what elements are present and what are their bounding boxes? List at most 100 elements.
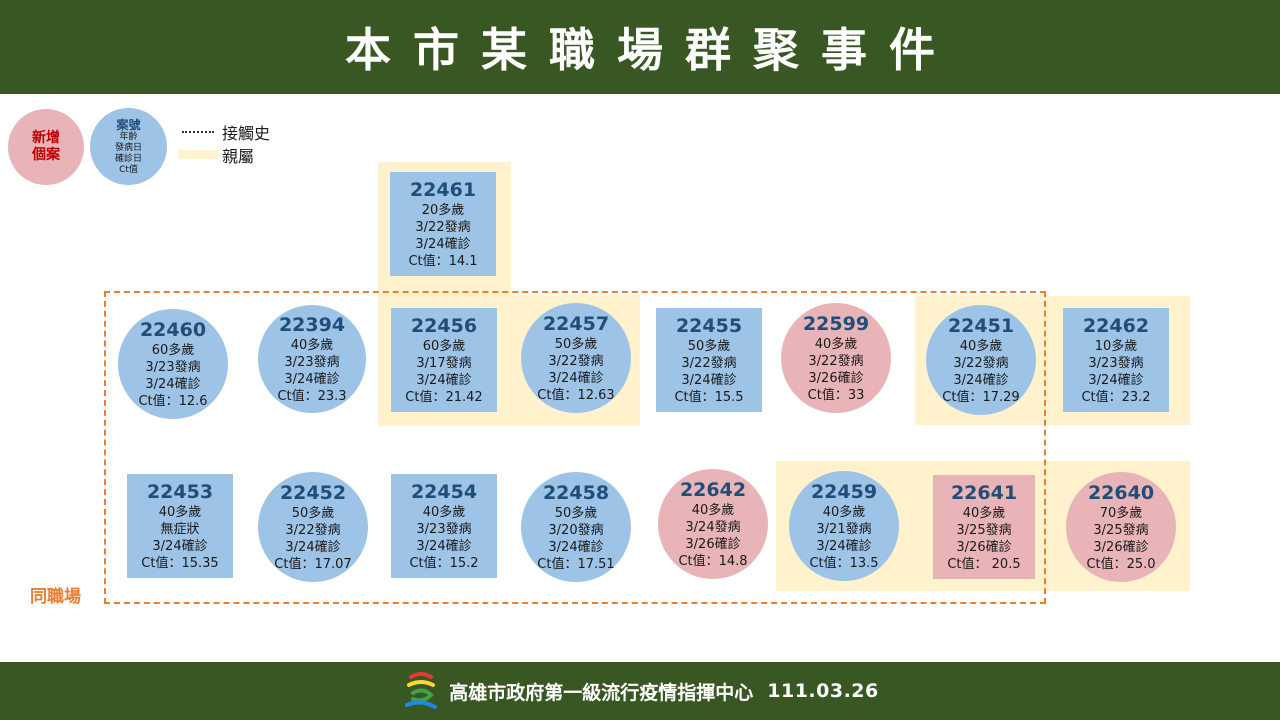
case-id: 22452 xyxy=(279,481,347,504)
case-ct: Ct值：21.42 xyxy=(405,389,483,405)
case-ct: Ct值：33 xyxy=(807,387,865,403)
case-onset: 3/22發病 xyxy=(548,353,604,369)
case-confirmed: 3/24確診 xyxy=(816,538,872,554)
case-id: 22454 xyxy=(410,480,478,503)
case-id: 22459 xyxy=(810,480,878,503)
case-age: 50多歲 xyxy=(554,505,598,521)
legend-case-key-ct: Ct值 xyxy=(119,164,138,175)
case-ct: Ct值：14.1 xyxy=(408,253,478,269)
case-onset: 3/20發病 xyxy=(548,522,604,538)
case-ct: Ct值：15.2 xyxy=(409,555,479,571)
case-age: 50多歲 xyxy=(291,505,335,521)
case-age: 40多歲 xyxy=(691,502,735,518)
case-ct: Ct值：23.3 xyxy=(277,388,347,404)
case-confirmed: 3/26確診 xyxy=(1093,539,1149,555)
case-onset: 3/22發病 xyxy=(681,355,737,371)
case-confirmed: 3/26確診 xyxy=(956,539,1012,555)
case-confirmed: 3/26確診 xyxy=(808,370,864,386)
footer-date: 111.03.26 xyxy=(767,680,879,702)
page-title: 本市某職場群聚事件 xyxy=(345,23,957,77)
case-ct: Ct值：17.07 xyxy=(274,556,352,572)
case-id: 22641 xyxy=(950,481,1018,504)
legend-new-case-line2: 個案 xyxy=(32,147,60,163)
case-confirmed: 3/24確診 xyxy=(681,372,737,388)
kaohsiung-logo-icon xyxy=(405,672,438,709)
case-id: 22599 xyxy=(802,312,870,335)
case-ct: Ct值：14.8 xyxy=(678,553,748,569)
case-ct: Ct值：17.51 xyxy=(537,556,615,572)
workplace-label: 同職場 xyxy=(30,587,81,607)
case-confirmed: 3/24確診 xyxy=(152,538,208,554)
case-id: 22451 xyxy=(947,314,1015,337)
case-onset: 3/21發病 xyxy=(816,521,872,537)
case-age: 60多歲 xyxy=(422,338,466,354)
case-onset: 3/24發病 xyxy=(685,519,741,535)
case-age: 50多歲 xyxy=(554,336,598,352)
case-onset: 3/23發病 xyxy=(1088,355,1144,371)
case-ct: Ct值：12.6 xyxy=(138,393,208,409)
footer-org: 高雄市政府第一級流行疫情指揮中心 xyxy=(449,681,754,704)
case-id: 22460 xyxy=(139,318,207,341)
case-confirmed: 3/24確診 xyxy=(548,370,604,386)
case-age: 60多歲 xyxy=(151,342,195,358)
case-onset: 3/25發病 xyxy=(1093,522,1149,538)
case-id: 22453 xyxy=(146,480,214,503)
case-age: 70多歲 xyxy=(1099,505,1143,521)
case-onset: 3/23發病 xyxy=(145,359,201,375)
legend-family-swatch xyxy=(178,150,218,159)
case-onset: 3/17發病 xyxy=(416,355,472,371)
case-ct: Ct值：17.29 xyxy=(942,389,1020,405)
case-onset: 3/22發病 xyxy=(285,522,341,538)
case-id: 22461 xyxy=(409,178,477,201)
case-id: 22455 xyxy=(675,314,743,337)
case-id: 22462 xyxy=(1082,314,1150,337)
case-onset: 3/23發病 xyxy=(416,521,472,537)
case-id: 22394 xyxy=(278,313,346,336)
case-confirmed: 3/24確診 xyxy=(284,371,340,387)
case-confirmed: 3/24確診 xyxy=(548,539,604,555)
footer-bar: 高雄市政府第一級流行疫情指揮中心 111.03.26 xyxy=(0,662,1280,720)
case-age: 40多歲 xyxy=(959,338,1003,354)
legend-case-key-age: 年齡 xyxy=(119,131,138,142)
case-id: 22457 xyxy=(542,312,610,335)
case-age: 50多歲 xyxy=(687,338,731,354)
case-age: 40多歲 xyxy=(814,336,858,352)
legend-case-key: 案號 年齡 發病日 確診日 Ct值 xyxy=(90,108,167,185)
case-confirmed: 3/24確診 xyxy=(953,372,1009,388)
case-onset: 3/22發病 xyxy=(415,219,471,235)
case-id: 22456 xyxy=(410,314,478,337)
case-ct: Ct值： 20.5 xyxy=(947,556,1021,572)
legend-contact-line xyxy=(182,131,214,133)
case-confirmed: 3/26確診 xyxy=(685,536,741,552)
legend-case-key-onset: 發病日 xyxy=(114,142,142,153)
case-onset: 3/23發病 xyxy=(284,354,340,370)
case-confirmed: 3/24確診 xyxy=(1088,372,1144,388)
case-ct: Ct值：23.2 xyxy=(1081,389,1151,405)
case-confirmed: 3/24確診 xyxy=(285,539,341,555)
case-age: 40多歲 xyxy=(158,504,202,520)
case-confirmed: 3/24確診 xyxy=(416,372,472,388)
case-ct: Ct值：25.0 xyxy=(1086,556,1156,572)
case-age: 10多歲 xyxy=(1094,338,1138,354)
case-ct: Ct值：13.5 xyxy=(809,555,879,571)
case-age: 20多歲 xyxy=(421,202,465,218)
legend-contact-label: 接觸史 xyxy=(222,124,271,143)
legend-case-key-title: 案號 xyxy=(116,117,141,132)
case-onset: 3/25發病 xyxy=(956,522,1012,538)
case-ct: Ct值：15.5 xyxy=(674,389,744,405)
